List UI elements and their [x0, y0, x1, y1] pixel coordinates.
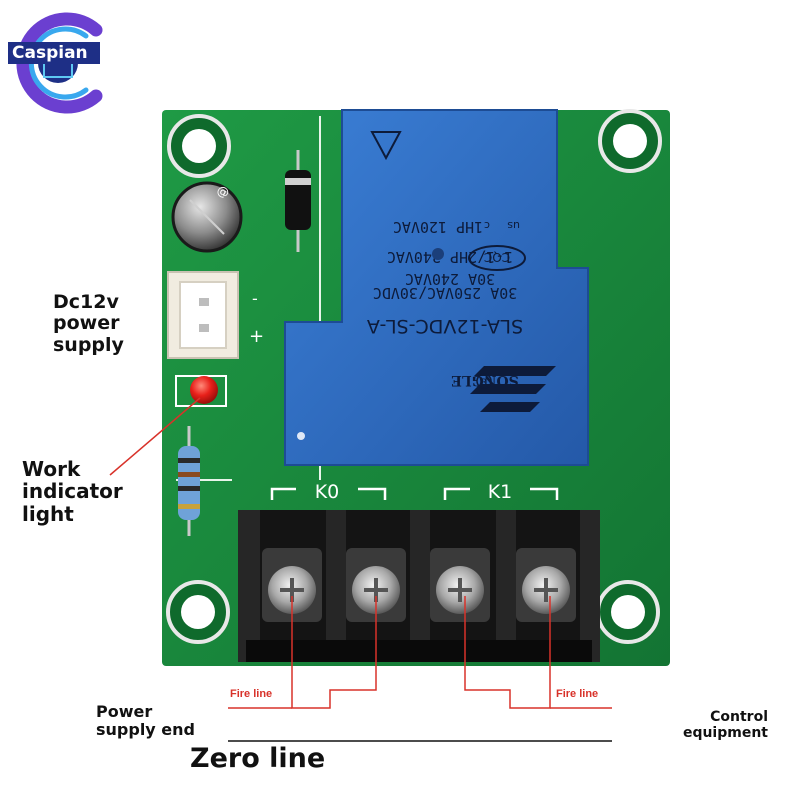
- mounting-hole-top-right: [598, 109, 662, 173]
- power-connector: [167, 271, 239, 359]
- relay-warning-triangle-icon: [370, 131, 402, 161]
- fire-line-right-wiring: [464, 596, 612, 709]
- power-supply-label: Dc12v power supply: [53, 291, 124, 356]
- power-supply-end-label: Power supply end: [96, 703, 195, 739]
- terminal-screw-4: [516, 548, 576, 622]
- songle-logo-icon: R: [470, 366, 556, 412]
- relay-cert-us: us: [507, 219, 520, 232]
- fire-line-left-label: Fire line: [230, 688, 273, 700]
- k0-label: K0: [315, 481, 340, 503]
- work-indicator-led: [175, 375, 227, 407]
- indicator-leader-line: [109, 397, 201, 476]
- diode: [285, 150, 311, 252]
- cqc-text: CQC: [484, 250, 510, 264]
- polarity-plus: +: [249, 326, 264, 347]
- control-equipment-line2: equipment: [682, 724, 768, 741]
- relay-rating-hp-240: 1-1/2HP 240VAC: [387, 248, 513, 266]
- zero-line-label: Zero line: [190, 743, 326, 774]
- terminal-screw-2: [346, 548, 406, 622]
- relay-rating-250vac: 30A 250VAC/30VDC: [373, 284, 518, 302]
- mounting-hole-bottom-right: [596, 580, 660, 644]
- relay-model: SLA-12VDC-SL-A: [367, 315, 523, 337]
- mounting-hole-bottom-left: [166, 580, 230, 644]
- k1-marker: K1: [443, 481, 559, 503]
- relay-rating-30a: 30A 240VAC: [405, 270, 495, 288]
- power-supply-label-line2: power: [53, 312, 120, 335]
- k0-marker: K0: [270, 481, 387, 503]
- mounting-hole-top-left: [167, 114, 231, 178]
- fire-line-left-wiring: [228, 596, 377, 709]
- relay-cert-c: c: [484, 219, 490, 232]
- polarity-minus: -: [252, 289, 258, 308]
- power-supply-end-line2: supply end: [96, 719, 195, 739]
- relay: 30A 240VAC 1-1/2HP 240VAC 1HP 120VAC c u…: [284, 109, 589, 466]
- relay-rating-hp-120: 1HP 120VAC: [393, 218, 483, 236]
- power-supply-label-line3: supply: [53, 333, 124, 356]
- relay-dot: [432, 248, 444, 260]
- logo-text: Caspian: [8, 42, 100, 64]
- work-indicator-label-line3: light: [22, 501, 74, 526]
- work-indicator-label: Work indicator light: [22, 457, 123, 526]
- terminal-screw-3: [430, 548, 490, 622]
- work-indicator-label-line2: indicator: [22, 479, 123, 504]
- relay-pin-mark: [297, 432, 305, 440]
- terminal-screw-1: [262, 548, 322, 622]
- k1-label: K1: [488, 481, 513, 503]
- control-equipment-line1: Control: [710, 709, 768, 725]
- control-equipment-label: Control equipment: [672, 709, 768, 741]
- power-supply-label-line1: Dc12v: [53, 291, 119, 313]
- fire-line-right-label: Fire line: [556, 688, 599, 700]
- cqc-mark: CQC: [468, 245, 526, 271]
- power-supply-end-line1: Power: [96, 702, 153, 721]
- electrolytic-capacitor: @: [171, 181, 243, 253]
- songle-registered-mark: R: [481, 378, 487, 388]
- resistor: [178, 426, 200, 536]
- work-indicator-label-line1: Work: [22, 457, 81, 481]
